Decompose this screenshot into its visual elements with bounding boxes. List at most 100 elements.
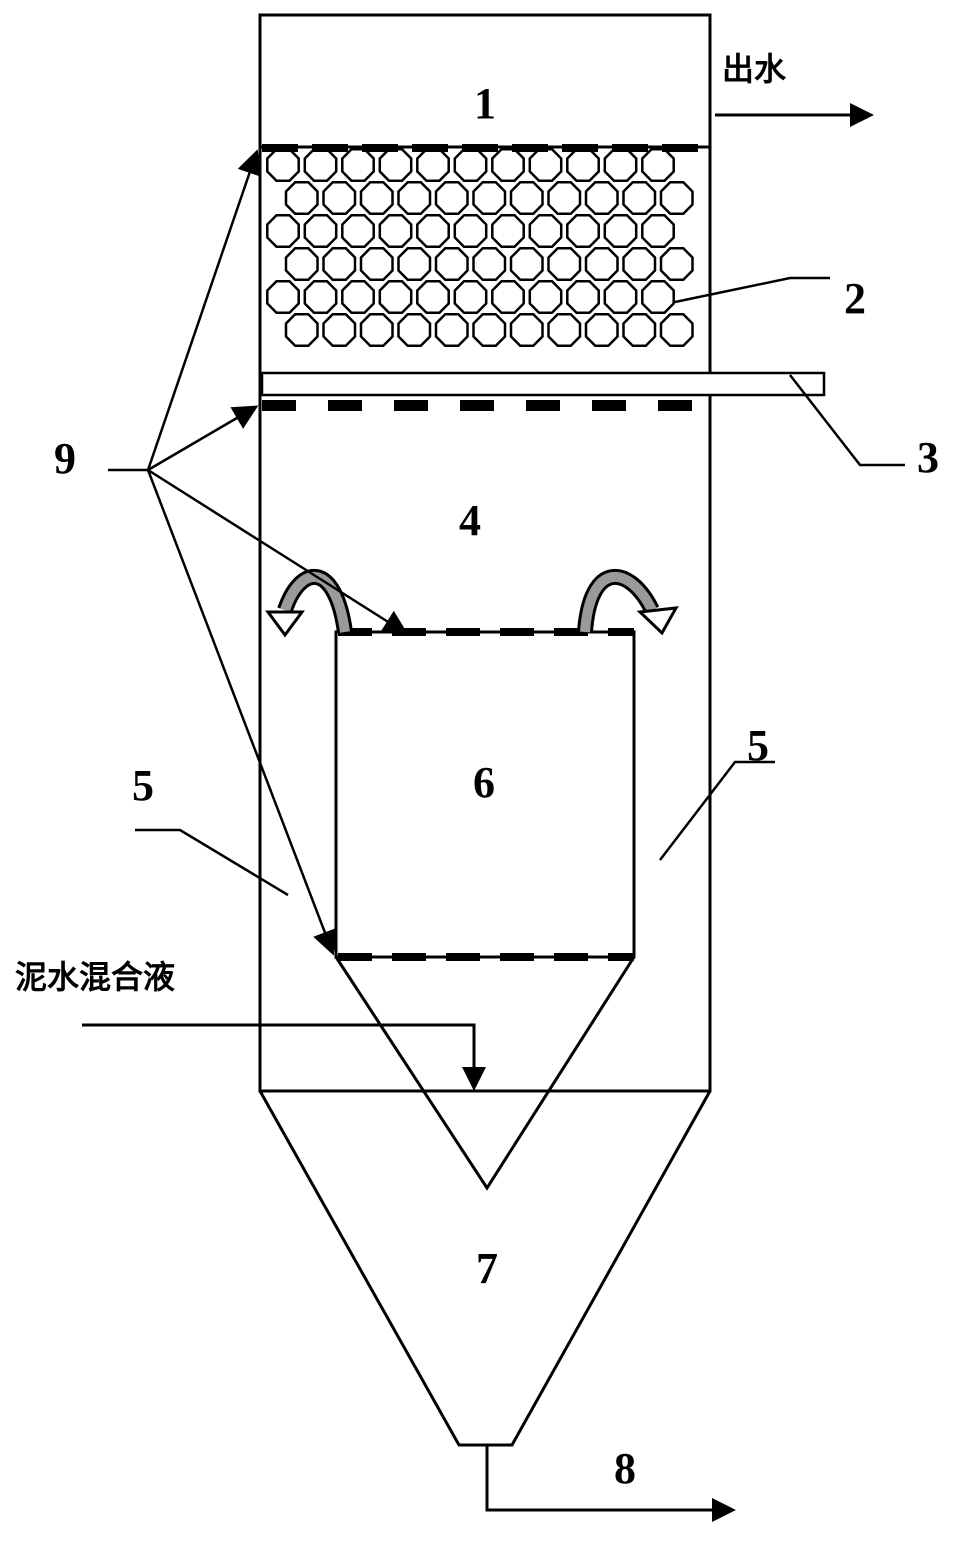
packing-element <box>641 280 675 314</box>
packing-element <box>416 214 450 248</box>
packing-element <box>453 214 488 248</box>
label-5-right: 5 <box>747 721 769 770</box>
packing-element <box>509 247 544 281</box>
gas-plume-right <box>577 568 679 636</box>
screen-segment <box>608 628 634 636</box>
packing-element <box>584 181 619 215</box>
top-screen <box>262 144 698 152</box>
label-7: 7 <box>476 1244 498 1293</box>
packing-element <box>359 313 394 347</box>
packing-element <box>659 313 694 347</box>
leader-2 <box>674 276 830 304</box>
packing-element <box>566 148 600 182</box>
packing-element <box>584 247 619 281</box>
label-8: 8 <box>614 1444 636 1493</box>
packing-element <box>547 247 582 281</box>
packing-element <box>472 181 507 215</box>
screen-segment <box>338 953 372 961</box>
screen-segment <box>262 144 298 152</box>
screen-segment <box>462 144 498 152</box>
packing-element <box>659 247 694 281</box>
label-4: 4 <box>459 496 481 545</box>
packing-element <box>322 181 357 215</box>
screen-segment <box>392 953 426 961</box>
screen-segment <box>500 628 534 636</box>
pipe-3 <box>260 371 826 397</box>
mid-screen <box>262 400 692 411</box>
label-3: 3 <box>917 433 939 482</box>
inflow-text: 泥水混合液 <box>15 958 175 996</box>
screen-segment <box>612 144 648 152</box>
leader-5-left <box>135 828 289 897</box>
screen-segment <box>446 628 480 636</box>
screen-segment <box>392 628 426 636</box>
screen-segment <box>662 144 698 152</box>
packing-element <box>416 280 450 314</box>
label-1: 1 <box>474 79 496 128</box>
packing-element <box>284 247 319 281</box>
packing-element <box>509 181 544 215</box>
packing-element <box>434 313 469 347</box>
screen-segment <box>562 144 598 152</box>
packing-element <box>491 280 525 314</box>
screen-segment <box>512 144 548 152</box>
packing-element <box>622 247 657 281</box>
packing-element <box>547 313 582 347</box>
screen-segment <box>658 400 692 411</box>
screen-segment <box>338 628 372 636</box>
outlet-8-arrow <box>485 1445 736 1522</box>
packing-element <box>284 313 319 347</box>
inner-top-screen <box>338 628 634 636</box>
screen-segment <box>446 953 480 961</box>
inflow-arrow <box>82 1023 486 1091</box>
packing-element <box>266 280 300 314</box>
leader-5-right <box>659 760 775 861</box>
packing-element <box>266 214 300 248</box>
packing-element <box>284 181 319 215</box>
outflow-text: 出水 <box>722 50 787 88</box>
packing-element <box>397 247 432 281</box>
packing-element <box>566 214 600 248</box>
screen-segment <box>526 400 560 411</box>
screen-segment <box>262 400 296 411</box>
packing-element <box>528 280 563 314</box>
packing-element <box>603 214 638 248</box>
screen-segment <box>328 400 362 411</box>
packing-element <box>322 313 357 347</box>
packing-element <box>528 148 563 182</box>
packing-element <box>341 280 375 314</box>
packing-element <box>416 148 450 182</box>
packing-element <box>566 280 600 314</box>
packing-element <box>641 148 675 182</box>
label-2: 2 <box>844 274 866 323</box>
screen-segment <box>312 144 348 152</box>
gas-plume-left <box>265 569 353 638</box>
packing-element <box>359 181 394 215</box>
screen-segment <box>394 400 428 411</box>
screen-segment <box>608 953 634 961</box>
packing-element <box>397 313 432 347</box>
label-5-left: 5 <box>132 761 154 810</box>
label-6: 6 <box>473 758 495 807</box>
inner-bottom-screen <box>338 953 634 961</box>
packing-element <box>378 214 413 248</box>
packing-element <box>603 148 638 182</box>
packing-element <box>453 280 488 314</box>
packing-element <box>359 247 394 281</box>
screen-segment <box>412 144 448 152</box>
packing-element <box>341 214 375 248</box>
packing-element <box>303 280 338 314</box>
packing-layer <box>266 148 694 347</box>
packing-element <box>378 148 413 182</box>
screen-segment <box>500 953 534 961</box>
packing-element <box>266 148 300 182</box>
packing-element <box>641 214 675 248</box>
packing-element <box>547 181 582 215</box>
packing-element <box>303 214 338 248</box>
label-9-leaders <box>108 149 409 956</box>
packing-element <box>509 313 544 347</box>
packing-element <box>303 148 338 182</box>
packing-element <box>603 280 638 314</box>
inner-cone <box>334 956 636 1191</box>
